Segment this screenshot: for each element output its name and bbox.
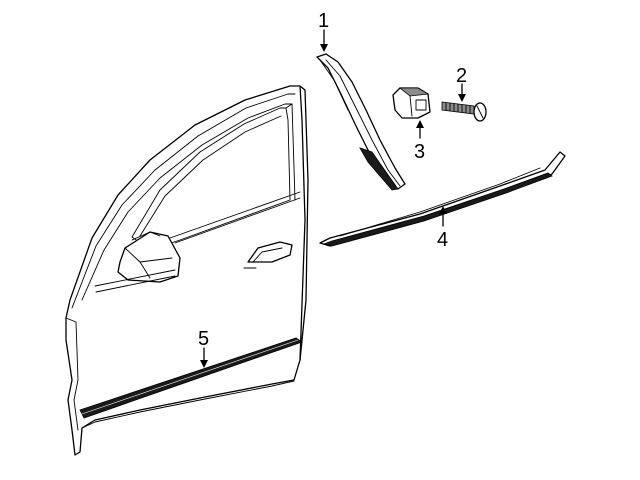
part-2-screw [441,101,487,122]
part-3-clip [392,87,431,119]
callout-5-label: 5 [198,328,209,350]
callout-4-label: 4 [437,229,448,251]
part-4-belt-molding [319,151,566,247]
door-handle [247,241,293,263]
callout-1-label: 1 [318,10,329,32]
part-1-pillar-applique [316,53,406,191]
front-door [65,85,309,456]
callout-2-label: 2 [456,65,467,87]
callout-arrows [200,29,466,368]
side-mirror [117,231,181,283]
callout-3-label: 3 [414,141,425,163]
part-5-lower-molding [79,337,303,419]
door-outer-panel [65,85,306,456]
